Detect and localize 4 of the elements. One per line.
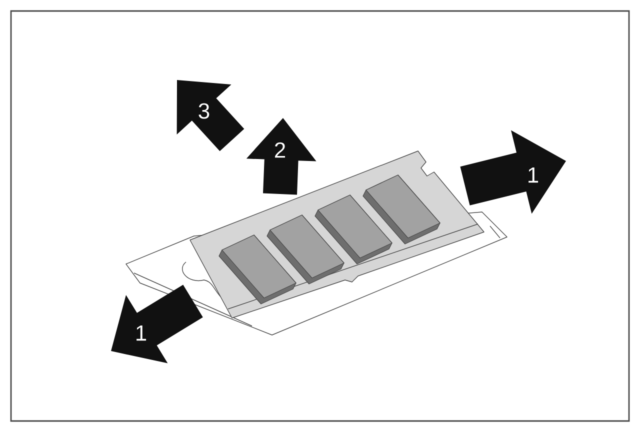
step-number: 3 xyxy=(198,103,210,119)
step-number: 1 xyxy=(136,325,146,341)
step-number: 1 xyxy=(528,167,538,183)
step-number: 2 xyxy=(275,142,286,158)
